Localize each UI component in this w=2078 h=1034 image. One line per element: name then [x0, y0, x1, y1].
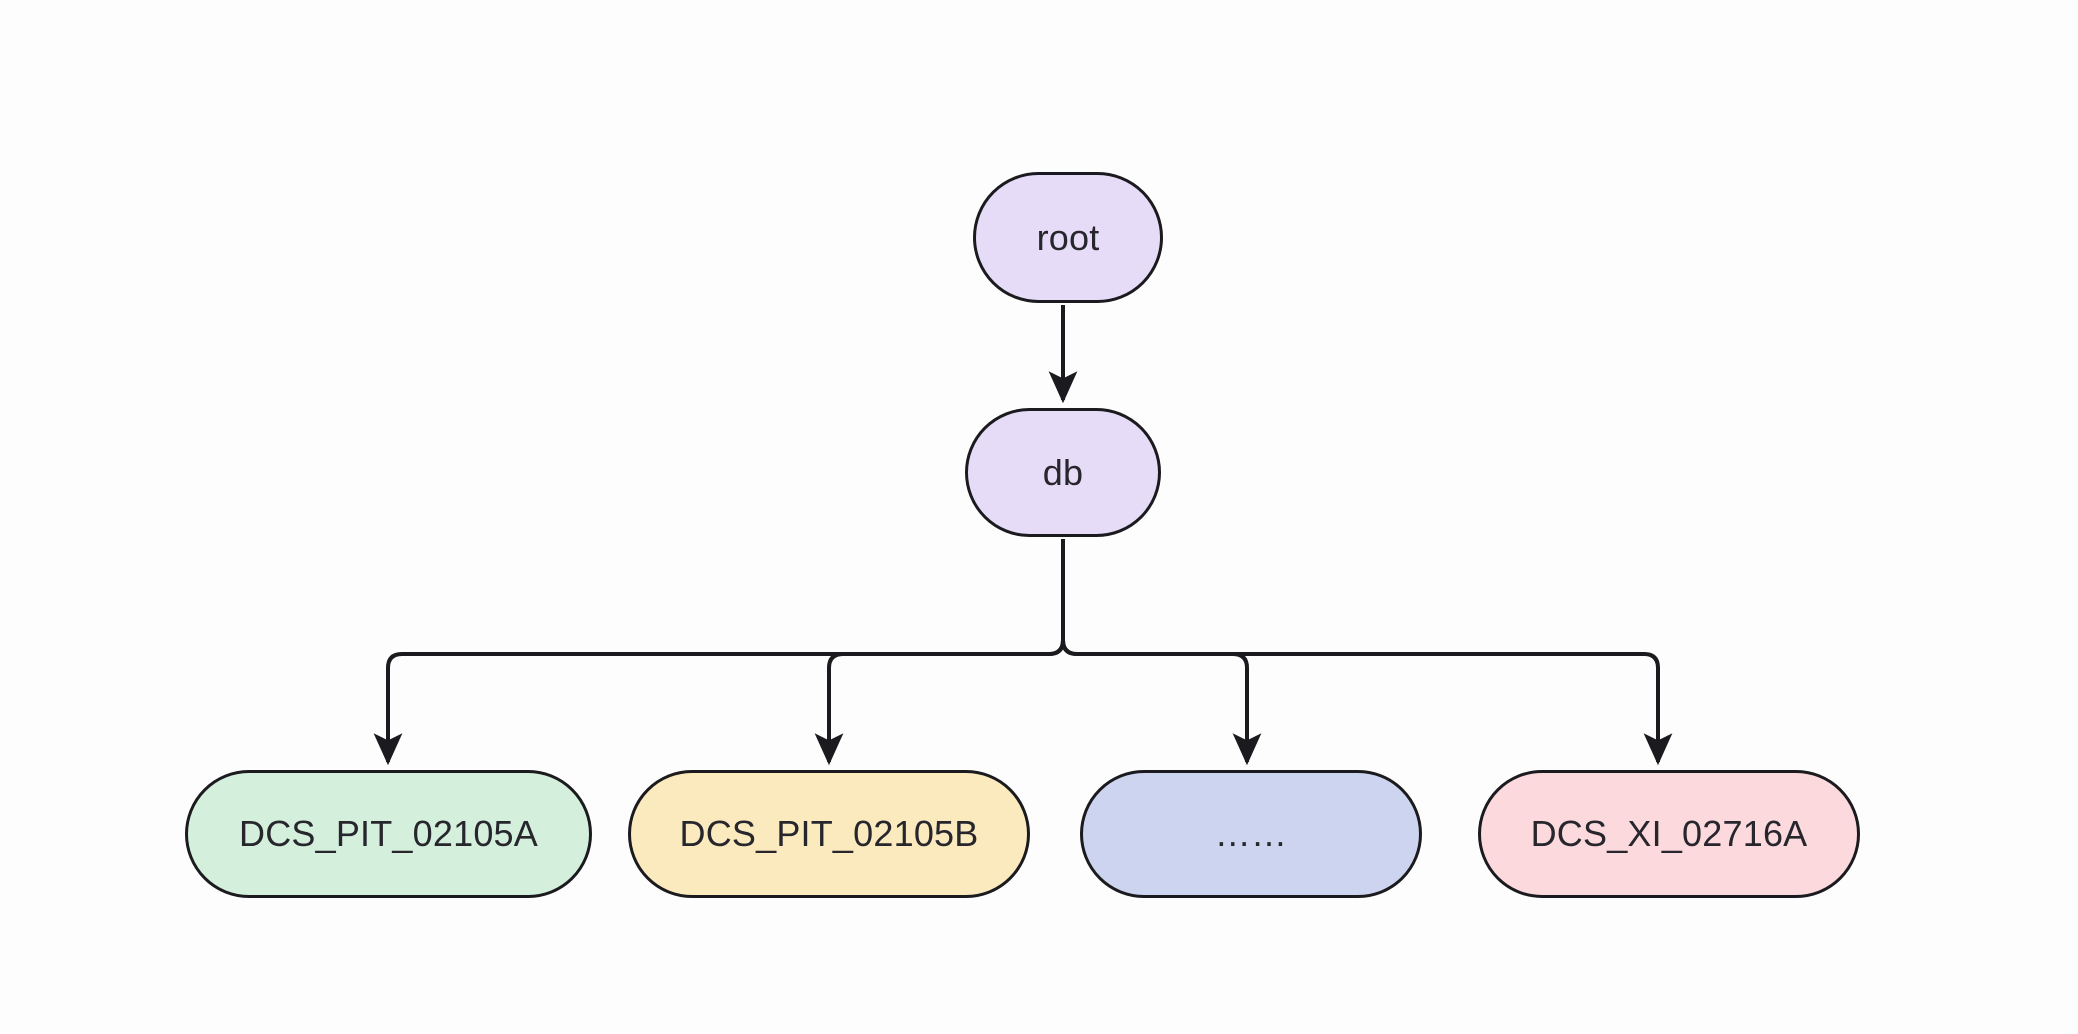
edge-db-leaf4: [1061, 639, 1673, 766]
node-root-label: root: [1036, 216, 1100, 258]
edge-db-leaf3: [1061, 639, 1262, 766]
node-dcs-pit-02105b[interactable]: DCS_PIT_02105B: [628, 770, 1030, 898]
edge-db-leaf1: [373, 639, 1065, 766]
node-dcs-xi-02716a[interactable]: DCS_XI_02716A: [1478, 770, 1860, 898]
node-dcs-pit-02105a-label: DCS_PIT_02105A: [239, 813, 538, 854]
node-db-label: db: [1042, 451, 1084, 493]
node-dcs-pit-02105a[interactable]: DCS_PIT_02105A: [185, 770, 592, 898]
node-ellipsis-label: ……: [1214, 813, 1288, 854]
node-ellipsis[interactable]: ……: [1080, 770, 1422, 898]
edge-db-leaf2: [814, 639, 1065, 766]
node-dcs-pit-02105b-label: DCS_PIT_02105B: [679, 813, 979, 854]
node-root[interactable]: root: [973, 172, 1163, 303]
node-dcs-xi-02716a-label: DCS_XI_02716A: [1530, 813, 1808, 854]
node-db[interactable]: db: [965, 408, 1161, 537]
